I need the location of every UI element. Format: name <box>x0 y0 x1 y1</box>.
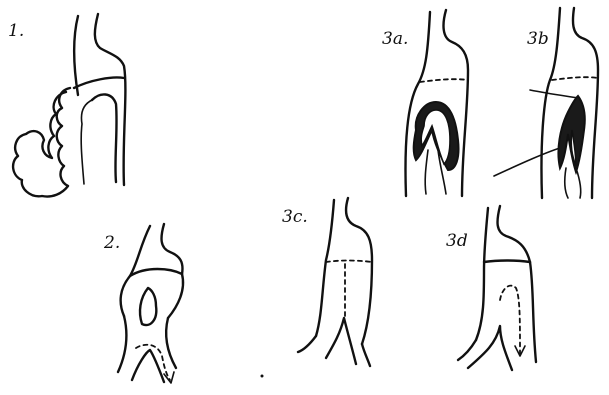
panel-3d-label: 3d <box>446 231 468 251</box>
ink-speck <box>261 375 264 378</box>
panel-2-label: 2. <box>103 233 120 253</box>
panel-3b-label: 3b <box>527 29 549 49</box>
panel-3b: 3b <box>494 8 598 198</box>
panel-1: 1. <box>8 14 125 197</box>
panel-3d: 3d <box>446 206 536 370</box>
panel-3c: 3c. <box>282 198 372 366</box>
panel-3a: 3a. <box>382 10 468 196</box>
panel-1-label: 1. <box>8 21 24 41</box>
panel-2: 2. <box>103 224 183 383</box>
panel-3a-label: 3a. <box>382 29 408 49</box>
panel-3c-label: 3c. <box>282 207 308 227</box>
